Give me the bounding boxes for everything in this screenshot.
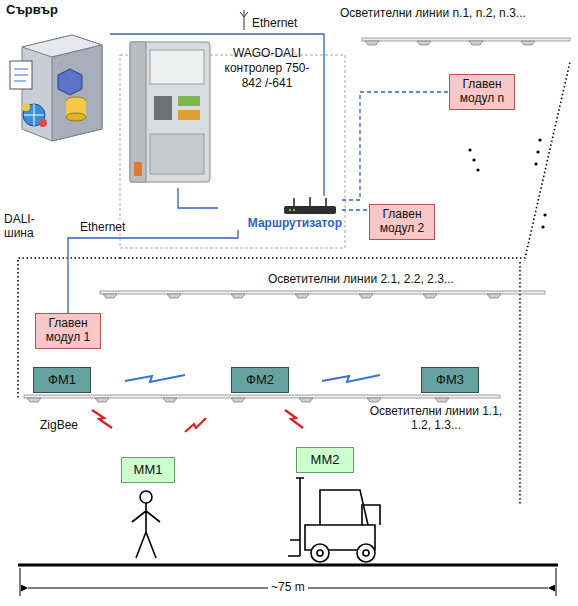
controller-icon <box>128 38 214 188</box>
edge-label: Ethernet <box>78 220 127 234</box>
server-icon-part <box>14 81 26 82</box>
forklift <box>288 478 380 562</box>
dali-bus <box>18 258 120 400</box>
controller-icon-part <box>130 42 146 182</box>
lighting-line <box>24 395 500 398</box>
lamp <box>95 398 109 402</box>
text-label: DALI- шина <box>4 212 50 241</box>
lamp <box>521 41 535 45</box>
lamp <box>231 398 245 402</box>
lamp <box>295 294 309 298</box>
router-label: Маршрутизатор <box>218 216 342 230</box>
router-node: Маршрутизатор <box>218 196 342 230</box>
router-icon-part <box>289 209 291 211</box>
ellipsis-dots <box>468 138 546 228</box>
lamp <box>27 398 41 402</box>
server-icon-part <box>22 103 30 111</box>
lamp <box>435 398 449 402</box>
server-icon-part <box>10 61 32 89</box>
controller-icon-part <box>178 110 200 120</box>
lamp <box>163 398 177 402</box>
controller-icon-part <box>154 96 172 120</box>
controller-icon-part <box>178 96 200 106</box>
controller-icon-part <box>134 162 142 176</box>
node-label: WAGO-DALI контролер 750-842 /-641 <box>225 46 310 90</box>
server-icon-part <box>14 75 28 76</box>
mobile-module-box: ММ1 <box>121 457 175 483</box>
dashed-link <box>342 209 369 210</box>
controller-icon-part <box>150 134 204 174</box>
controller-icon-part <box>130 42 210 182</box>
lamp <box>167 294 181 298</box>
server-icon-part <box>58 69 82 95</box>
text-label: Осветителни линии n.1, n.2, n.3... <box>340 6 526 20</box>
node-label: ФМ1 <box>48 373 76 388</box>
floor <box>18 564 558 567</box>
node-label: ММ2 <box>311 453 340 468</box>
dimension-tick <box>556 568 557 596</box>
antenna <box>244 10 245 30</box>
ethernet-link <box>68 230 238 313</box>
lamp <box>103 294 117 298</box>
lamp <box>487 294 501 298</box>
main-module-box: Главен модул 2 <box>369 204 435 240</box>
text-label: ~75 m <box>268 580 308 594</box>
lamp <box>417 41 431 45</box>
node-label: Главен модул 1 <box>39 317 97 345</box>
router-icon-part <box>293 198 295 206</box>
person <box>132 491 160 558</box>
fixed-module-box: ФМ1 <box>33 367 91 393</box>
text-label: ZigBee <box>40 418 78 432</box>
server-node: Сървър <box>2 2 110 143</box>
fixed-module-box: ФМ2 <box>231 367 289 393</box>
controller-icon-part <box>150 50 204 84</box>
lighting-line <box>362 38 570 41</box>
router-icon <box>218 196 338 216</box>
server-icon-part <box>14 69 28 70</box>
server-label: Сървър <box>2 2 110 17</box>
router-icon-part <box>309 197 311 206</box>
lamp <box>359 294 373 298</box>
node-label: Маршрутизатор <box>248 216 342 230</box>
node-label: ФМ3 <box>436 373 464 388</box>
router-icon-part <box>325 198 327 206</box>
lamp <box>365 41 379 45</box>
dali-bus <box>519 262 521 505</box>
text-label: Осветителни линии 2.1, 2.2, 2.3... <box>268 272 454 286</box>
lamp <box>231 294 245 298</box>
main-module-box: Главен модул 1 <box>35 313 101 349</box>
ethernet-link <box>178 188 218 208</box>
node-label: ММ1 <box>134 463 163 478</box>
main-module-box: Главен модул n <box>449 74 515 110</box>
server-icon-part <box>39 119 47 127</box>
dimension-tick <box>20 568 21 596</box>
lamp <box>469 41 483 45</box>
router-icon-part <box>284 206 336 214</box>
node-label: ФМ2 <box>246 373 274 388</box>
edge-label: Ethernet <box>250 16 299 30</box>
router-icon-part <box>293 209 295 211</box>
antenna-tip <box>240 12 248 17</box>
lamp <box>423 294 437 298</box>
fixed-module-box: ФМ3 <box>421 367 479 393</box>
server-icon-part <box>22 35 102 141</box>
text-label: Осветителни линии 1.1, 1.2, 1.3... <box>360 404 512 433</box>
node-label: Сървър <box>6 2 58 17</box>
lighting-line <box>100 291 545 294</box>
node-label: Главен модул n <box>453 78 511 106</box>
server-icon-part <box>52 45 102 141</box>
lamp <box>299 398 313 402</box>
dashed-link <box>342 92 449 200</box>
controller-label: WAGO-DALI контролер 750-842 /-641 <box>218 46 316 91</box>
controller-node: WAGO-DALI контролер 750-842 /-641 <box>128 38 316 188</box>
lamp <box>367 398 381 402</box>
server-icon-part <box>66 113 86 121</box>
mobile-module-box: ММ2 <box>296 447 354 473</box>
node-label: Главен модул 2 <box>373 208 431 236</box>
server-icon <box>2 17 110 143</box>
ethernet-link <box>110 34 324 196</box>
